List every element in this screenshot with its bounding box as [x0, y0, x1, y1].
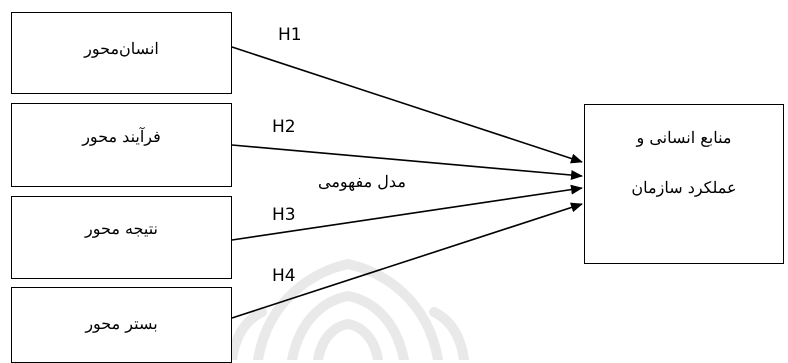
hypothesis-label-h1: H1	[278, 25, 302, 45]
input-box-process-centered: فرآیند محور	[11, 103, 232, 187]
output-box-line2: عملکرد سازمان	[631, 178, 737, 197]
hypothesis-label-h4: H4	[272, 266, 296, 286]
input-box-label: انسان‌محور	[84, 39, 159, 58]
output-box-line1: منابع انسانی و	[636, 128, 732, 147]
input-box-label: فرآیند محور	[82, 127, 161, 146]
hypothesis-label-h2: H2	[272, 117, 296, 137]
input-box-context-centered: بستر محور	[11, 287, 232, 363]
hypothesis-label-h3: H3	[272, 205, 296, 225]
output-box-hr-performance: منابع انسانی و عملکرد سازمان	[584, 104, 784, 264]
arrow-h1	[231, 46, 583, 164]
input-box-label: بستر محور	[85, 314, 158, 333]
input-box-result-centered: نتیجه محور	[11, 196, 232, 279]
input-box-human-centered: انسان‌محور	[11, 12, 232, 94]
arrow-h3	[231, 184, 583, 241]
diagram-caption: مدل مفهومی	[318, 172, 406, 191]
arrow-h2	[231, 144, 583, 181]
input-box-label: نتیجه محور	[85, 219, 158, 238]
arrow-h4	[231, 202, 583, 319]
